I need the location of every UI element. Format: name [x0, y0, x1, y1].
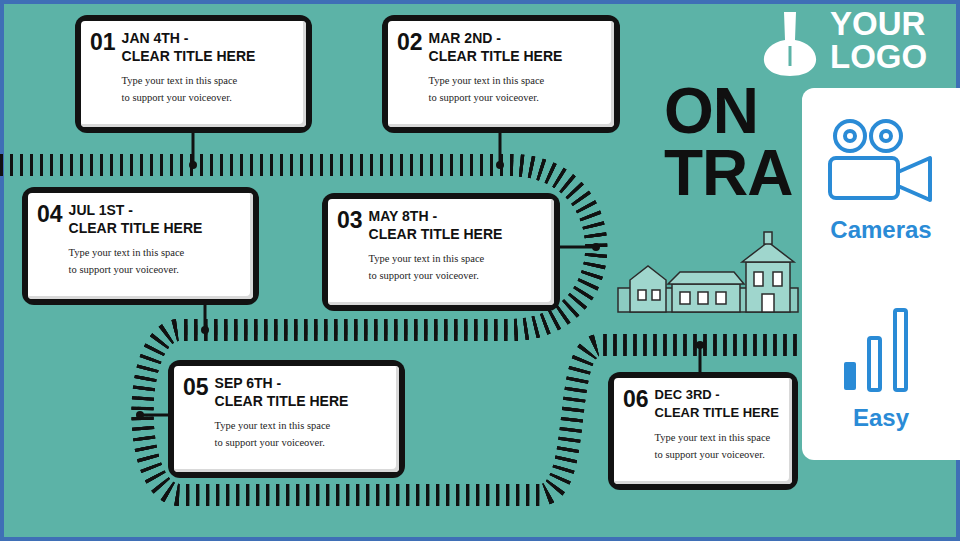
diagram-title: ON TRA — [664, 80, 814, 204]
timeline-box: 05 SEP 6TH -CLEAR TITLE HERE Type your tex… — [168, 360, 405, 478]
heading-column: MAR 2ND -CLEAR TITLE HERE Type your text … — [429, 29, 563, 106]
timeline-box: 06 DEC 3RD -CLEAR TITLE HERE Type your tex… — [608, 372, 798, 490]
timeline-heading-row: 05 SEP 6TH -CLEAR TITLE HERE Type your tex… — [183, 374, 390, 451]
date-heading: DEC 3RD - — [655, 386, 779, 404]
title-heading: CLEAR TITLE HERE — [69, 219, 203, 237]
heading-column: DEC 3RD -CLEAR TITLE HERE Type your text … — [655, 386, 779, 463]
timeline-card: 03 MAY 8TH -CLEAR TITLE HERE Type your tex… — [328, 199, 554, 305]
timeline-heading-row: 02 MAR 2ND -CLEAR TITLE HERE Type your tex… — [397, 29, 605, 106]
body-text: Type your text in this space to support … — [429, 72, 553, 106]
body-text: Type your text in this space to support … — [369, 250, 493, 284]
step-number: 04 — [37, 201, 63, 227]
step-number: 01 — [90, 29, 116, 55]
panel-label: Easy — [802, 404, 960, 432]
title-heading: CLEAR TITLE HERE — [122, 47, 256, 65]
timeline-heading-row: 06 DEC 3RD -CLEAR TITLE HERE Type your tex… — [623, 386, 783, 463]
heading-column: JAN 4TH -CLEAR TITLE HERE Type your text … — [122, 29, 256, 106]
timeline-box: 01 JAN 4TH -CLEAR TITLE HERE Type your tex… — [75, 15, 312, 133]
timeline-box: 02 MAR 2ND -CLEAR TITLE HERE Type your tex… — [382, 15, 620, 133]
title-heading: CLEAR TITLE HERE — [655, 404, 779, 422]
feature-panel: CamerasEasy — [802, 88, 960, 460]
title-heading: CLEAR TITLE HERE — [369, 225, 503, 243]
date-heading: SEP 6TH - — [215, 374, 349, 392]
heading-column: SEP 6TH -CLEAR TITLE HERE Type your text … — [215, 374, 349, 451]
timeline-card: 02 MAR 2ND -CLEAR TITLE HERE Type your tex… — [388, 21, 614, 127]
timeline-card: 04 JUL 1ST -CLEAR TITLE HERE Type your tex… — [28, 193, 253, 299]
body-text: Type your text in this space to support … — [69, 244, 193, 278]
step-number: 03 — [337, 207, 363, 233]
timeline-heading-row: 01 JAN 4TH -CLEAR TITLE HERE Type your tex… — [90, 29, 297, 106]
step-number: 05 — [183, 374, 209, 400]
step-number: 06 — [623, 386, 649, 412]
step-number: 02 — [397, 29, 423, 55]
timeline-heading-row: 03 MAY 8TH -CLEAR TITLE HERE Type your tex… — [337, 207, 545, 284]
date-heading: JUL 1ST - — [69, 201, 203, 219]
timeline-card: 01 JAN 4TH -CLEAR TITLE HERE Type your tex… — [81, 21, 306, 127]
heading-column: MAY 8TH -CLEAR TITLE HERE Type your text … — [369, 207, 503, 284]
timeline-box: 03 MAY 8TH -CLEAR TITLE HERE Type your tex… — [322, 193, 560, 311]
title-heading: CLEAR TITLE HERE — [215, 392, 349, 410]
body-text: Type your text in this space to support … — [122, 72, 246, 106]
timeline-box: 04 JUL 1ST -CLEAR TITLE HERE Type your tex… — [22, 187, 259, 305]
panel-label: Cameras — [802, 216, 960, 244]
title-heading: CLEAR TITLE HERE — [429, 47, 563, 65]
date-heading: MAY 8TH - — [369, 207, 503, 225]
heading-column: JUL 1ST -CLEAR TITLE HERE Type your text … — [69, 201, 203, 278]
body-text: Type your text in this space to support … — [655, 429, 779, 463]
logo-text: YOUR LOGO — [830, 7, 954, 73]
date-heading: MAR 2ND - — [429, 29, 563, 47]
body-text: Type your text in this space to support … — [215, 417, 339, 451]
timeline-card: 06 DEC 3RD -CLEAR TITLE HERE Type your tex… — [614, 378, 792, 484]
timeline-card: 05 SEP 6TH -CLEAR TITLE HERE Type your tex… — [174, 366, 399, 472]
timeline-heading-row: 04 JUL 1ST -CLEAR TITLE HERE Type your tex… — [37, 201, 244, 278]
date-heading: JAN 4TH - — [122, 29, 256, 47]
